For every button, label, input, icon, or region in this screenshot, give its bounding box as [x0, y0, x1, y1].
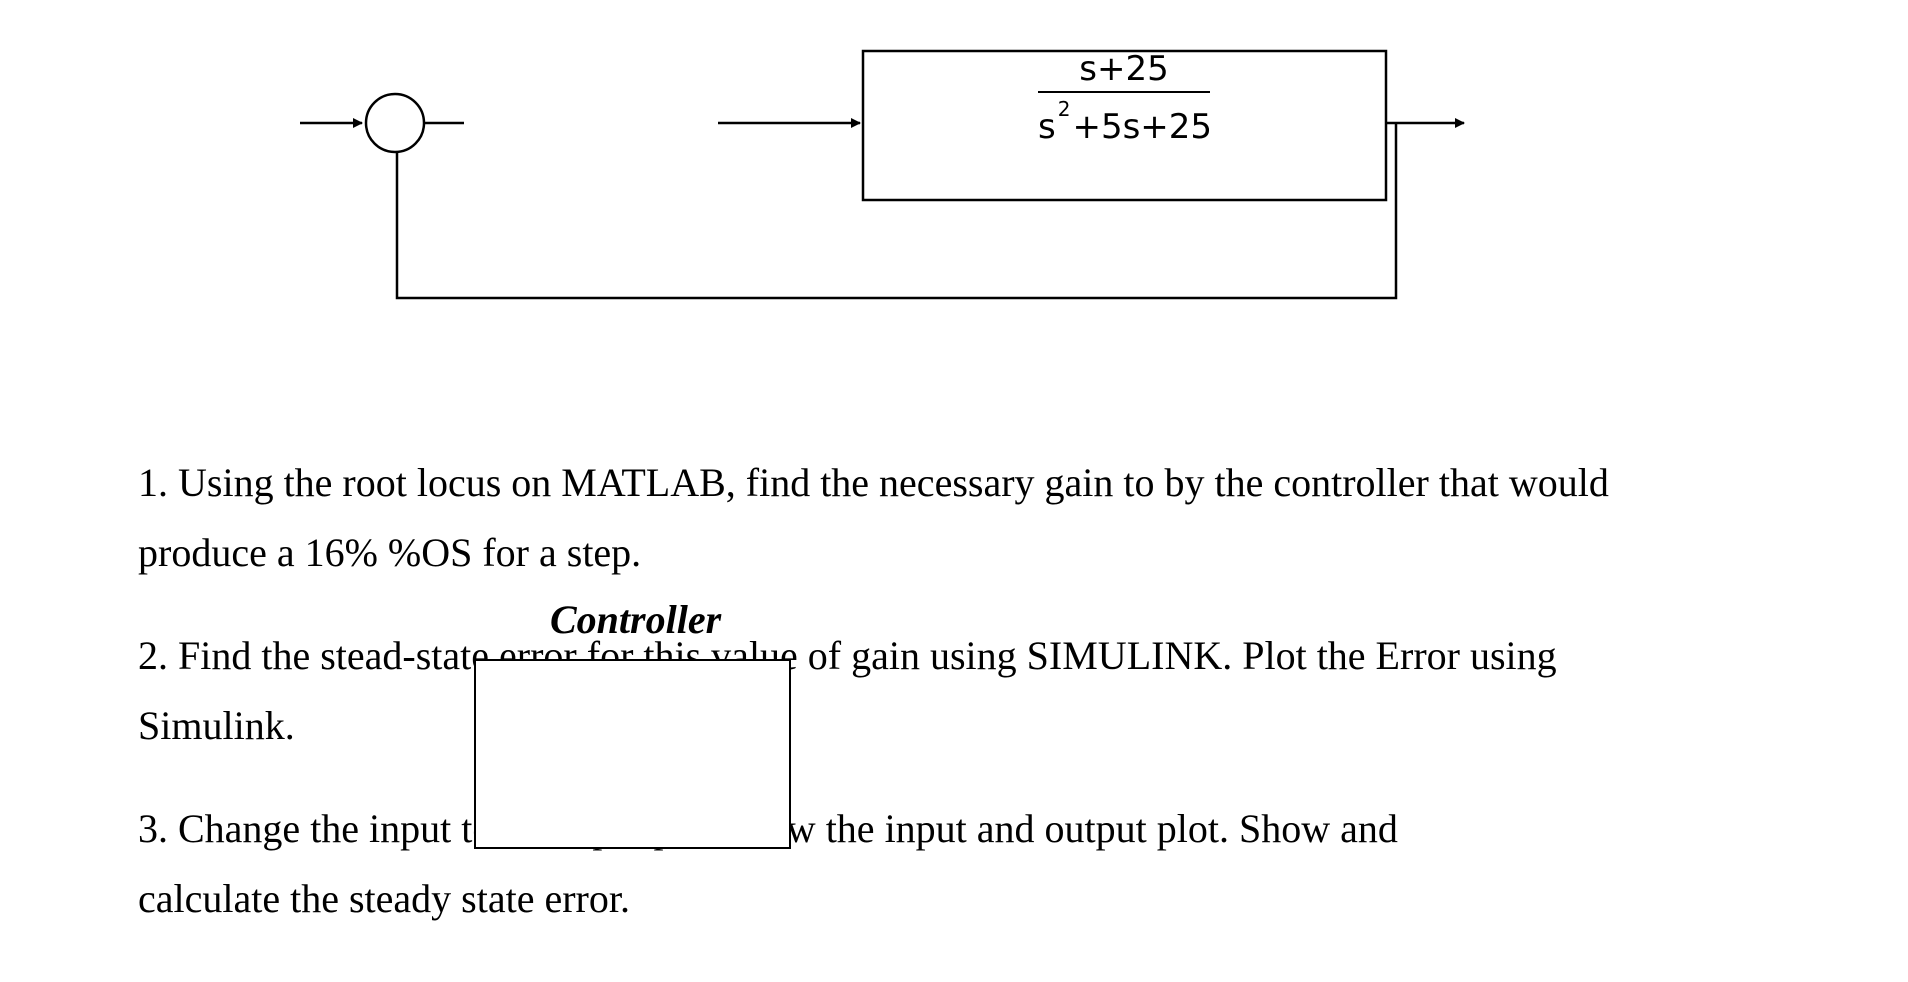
tf-denominator-exponent: 2 — [1058, 97, 1071, 121]
question-1-line-1: 1. Using the root locus on MATLAB, find … — [138, 460, 1609, 505]
tf-denominator-rest: +5s+25 — [1072, 107, 1212, 147]
question-3-line-2: calculate the steady state error. — [138, 876, 630, 921]
question-1-line-2: produce a 16% %OS for a step. — [138, 530, 642, 575]
tf-denominator-base: s — [1038, 107, 1056, 147]
feedback-path — [395, 123, 1398, 300]
summing-junction — [364, 92, 426, 154]
question-2-line-1: 2. Find the stead-state error for this v… — [138, 633, 1557, 678]
question-2-line-2: Simulink. — [138, 703, 295, 748]
controller-label: Controller — [550, 597, 722, 642]
tf-numerator: s+25 — [1079, 49, 1168, 89]
tf-denominator: s 2 +5s+25 — [1038, 97, 1212, 147]
plant-block — [861, 49, 1388, 202]
controller-block — [474, 659, 791, 849]
